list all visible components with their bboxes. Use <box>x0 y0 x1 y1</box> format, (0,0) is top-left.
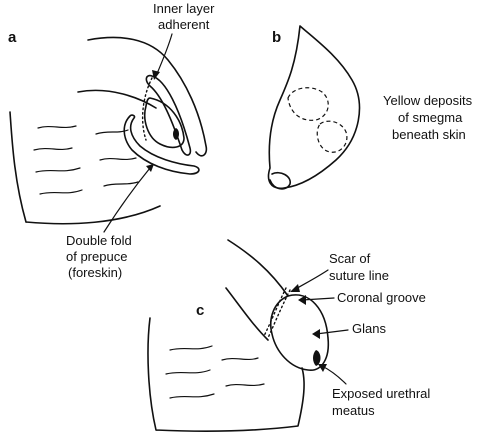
panel-c-suture-scar-2 <box>263 287 287 337</box>
panel-c-shaft-top <box>227 239 289 297</box>
panel-a-wrinkle-6 <box>99 157 137 161</box>
urethral-meatus-arrow-line <box>321 365 347 385</box>
panel-a-wrinkle-1 <box>37 125 77 129</box>
panel-c-shaft-bottom <box>225 287 269 341</box>
panel-a-foreskin-outer <box>145 74 192 156</box>
panel-c-letter: c <box>196 302 204 319</box>
double-fold-label-line-3: (foreskin) <box>68 265 122 280</box>
panel-a-body-outline <box>9 89 161 225</box>
double-fold-label-line-2: of prepuce <box>66 249 127 264</box>
double-fold-arrow-line <box>103 167 151 233</box>
panel-a-foreskin-lower-fold <box>123 114 200 175</box>
double-fold-arrowhead <box>146 164 154 172</box>
panel-b-smegma-deposit-1 <box>287 87 329 121</box>
yellow-deposits-label-line-1: Yellow deposits <box>383 93 473 108</box>
panel-a-letter: a <box>8 29 17 46</box>
coronal-groove-arrow-line <box>301 297 335 301</box>
inner-layer-label-line-1: Inner layer <box>153 1 215 16</box>
urethral-meatus-arrowhead <box>318 364 327 372</box>
glans-arrow-line <box>315 329 349 335</box>
panel-a-wrinkle-7 <box>103 181 139 187</box>
panel-c-body-outline <box>147 317 305 432</box>
scar-arrow-line <box>293 269 329 291</box>
glans-label: Glans <box>352 321 386 336</box>
panel-c-meatus <box>313 350 321 366</box>
yellow-deposits-label-line-3: beneath skin <box>392 127 466 142</box>
panel-c-wrinkle-2 <box>165 369 211 375</box>
yellow-deposits-label-line-2: of smegma <box>398 110 463 125</box>
scar-label-line-2: suture line <box>329 268 389 283</box>
coronal-groove-label: Coronal groove <box>337 290 426 305</box>
panel-b-smegma-deposit-2 <box>316 120 348 153</box>
panel-a-dotted-line <box>141 77 153 141</box>
panel-a-glans <box>144 97 185 149</box>
panel-a-wrinkle-4 <box>39 189 83 195</box>
panel-a-wrinkle-2 <box>33 147 73 151</box>
panel-a-meatus <box>173 128 179 140</box>
urethral-meatus-label-line-1: Exposed urethral <box>332 386 430 401</box>
panel-b-penis-outline <box>267 25 361 190</box>
panel-c-suture-scar <box>267 289 291 339</box>
panel-c-wrinkle-5 <box>225 383 265 387</box>
urethral-meatus-label-line-2: meatus <box>332 403 375 418</box>
panel-b-tip <box>269 171 291 190</box>
scar-label-line-1: Scar of <box>329 251 371 266</box>
coronal-groove-arrowhead <box>298 295 306 305</box>
panel-b-letter: b <box>272 29 281 46</box>
scar-arrowhead <box>290 284 300 292</box>
panel-c-wrinkle-1 <box>169 345 213 351</box>
panel-c-wrinkle-4 <box>221 357 259 361</box>
inner-layer-label-line-2: adherent <box>158 17 210 32</box>
panel-a-wrinkle-3 <box>35 167 81 173</box>
panel-a-wrinkle-5 <box>95 129 129 135</box>
inner-layer-arrowhead <box>152 70 160 80</box>
glans-arrowhead <box>312 329 320 339</box>
double-fold-label-line-1: Double fold <box>66 233 132 248</box>
panel-c-wrinkle-3 <box>169 393 215 399</box>
panel-a-shaft-top <box>87 36 208 157</box>
